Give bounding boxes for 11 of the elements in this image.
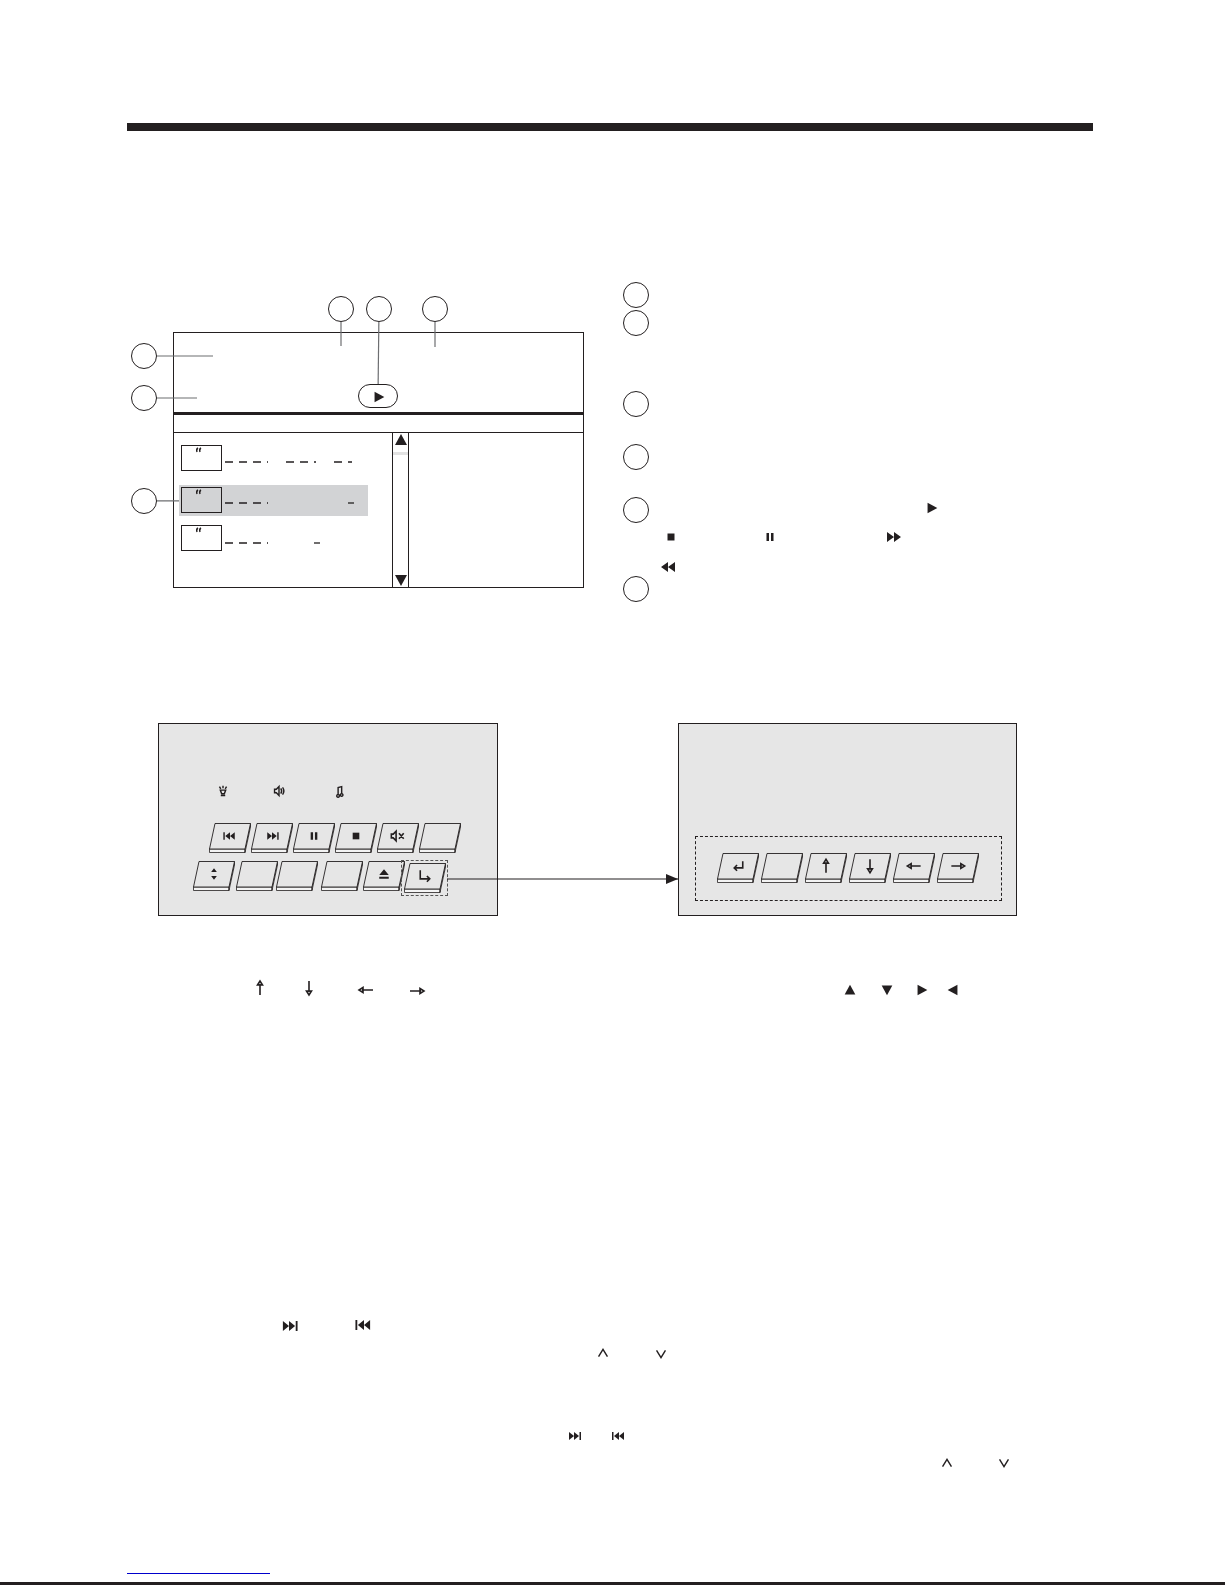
leader-line xyxy=(156,500,180,502)
leader-line xyxy=(340,321,342,347)
leader-line xyxy=(434,321,436,348)
play-button xyxy=(358,384,398,408)
control-panel xyxy=(158,723,498,916)
submenu-panel xyxy=(678,723,1017,916)
leader-line xyxy=(156,397,198,399)
leader-line xyxy=(377,321,380,385)
leader-line xyxy=(156,355,214,357)
highlighted-row xyxy=(179,485,368,516)
arrow xyxy=(446,874,679,884)
